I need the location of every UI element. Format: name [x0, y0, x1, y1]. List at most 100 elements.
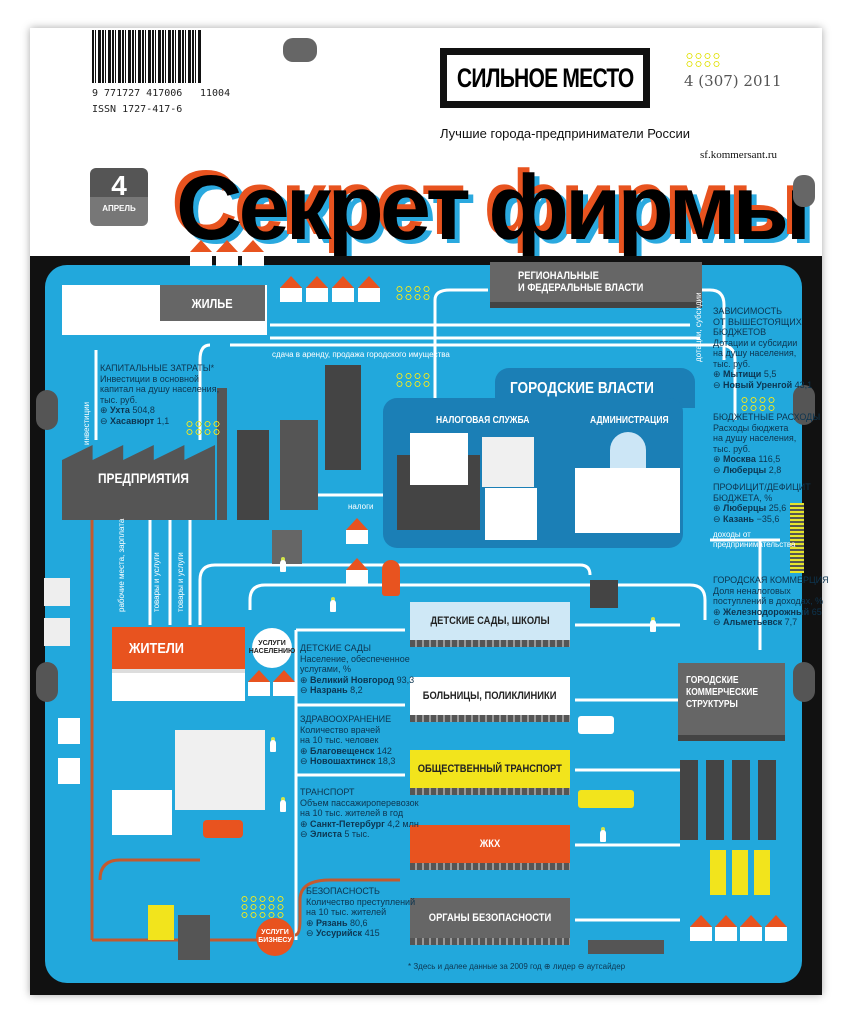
stat-dependence: ЗАВИСИМОСТЬ ОТ ВЫШЕСТОЯЩИХ БЮДЖЕТОВ Дота… [713, 306, 813, 390]
stat-leader-value: 65 [811, 606, 822, 617]
service-label: ОРГАНЫ БЕЗОПАСНОСТИ [428, 912, 552, 924]
houses-row [280, 276, 380, 302]
service-hospitals: БОЛЬНИЦЫ, ПОЛИКЛИНИКИ [410, 677, 570, 722]
stat-leader-value: 504,8 [132, 405, 155, 415]
administration-label: АДМИНИСТРАЦИЯ [590, 415, 669, 426]
connector-pins [790, 503, 804, 573]
stat-leader: Великий Новгород [310, 674, 395, 685]
stat-leader-value: 4,2 млн [387, 818, 419, 829]
stat-desc: Население, обеспеченное услугами, % [300, 653, 410, 675]
houses-row [248, 670, 295, 696]
stat-leader: Люберцы [723, 503, 767, 513]
stat-outsider-value: 415 [364, 928, 380, 938]
decor-dots [740, 396, 776, 412]
stat-desc: Дотации и субсидии на душу населения, ты… [713, 337, 798, 369]
stat-outsider: Новошахтинск [310, 756, 376, 766]
stat-leader-value: 142 [376, 745, 392, 756]
block-building [272, 530, 302, 564]
house-icon [248, 670, 270, 696]
stat-desc: Инвестиции в основной капитал на душу на… [100, 373, 220, 405]
administration-building [575, 468, 680, 533]
stat-outsider: Назрань [310, 685, 348, 695]
service-utilities: ЖКХ [410, 825, 570, 870]
ambulance-icon [578, 716, 614, 734]
decor-pill [283, 38, 317, 62]
website: sf.kommersant.ru [700, 149, 777, 161]
stat-title: ГОРОДСКАЯ КОММЕРЦИЯ [713, 575, 829, 585]
stat-title: ПРОФИЦИТ/ДЕФИЦИТ БЮДЖЕТА, % [713, 482, 811, 503]
stat-outsider: Новый Уренгой [723, 379, 793, 390]
stat-outsider-value: 8,2 [350, 685, 363, 695]
document-icon [410, 433, 468, 485]
commercial-structures-chip: ГОРОДСКИЕ КОММЕРЧЕСКИЕ СТРУКТУРЫ [678, 663, 785, 741]
city-authorities-label: ГОРОДСКИЕ ВЛАСТИ [510, 380, 654, 397]
stat-title: ЗДРАВООХРАНЕНИЕ [300, 714, 392, 724]
housing-label-box: ЖИЛЬЕ [160, 285, 265, 321]
box-icon [148, 905, 174, 940]
stat-kindergartens: ДЕТСКИЕ САДЫ Население, обеспеченное усл… [300, 643, 415, 695]
stat-leader: Железнодорожный [723, 606, 810, 617]
stat-outsider-value: 1,1 [156, 415, 170, 426]
commercial-structures-label: ГОРОДСКИЕ КОММЕРЧЕСКИЕ СТРУКТУРЫ [686, 675, 759, 710]
service-kindergartens: ДЕТСКИЕ САДЫ, ШКОЛЫ [410, 602, 570, 647]
dome-icon [610, 432, 646, 468]
services-population-badge: УСЛУГИ НАСЕЛЕНИЮ [249, 628, 295, 668]
house-icon [765, 915, 787, 941]
coin-stacks [710, 850, 770, 895]
service-label: ДЕТСКИЕ САДЫ, ШКОЛЫ [430, 615, 550, 627]
stat-leader-value: 5,5 [763, 369, 777, 379]
house-icon [273, 670, 295, 696]
services-business-label: УСЛУГИ БИЗНЕСУ [258, 929, 292, 944]
factory-chimney [217, 388, 227, 520]
stat-leader: Мытищи [723, 369, 762, 379]
service-label: ОБЩЕСТВЕННЫЙ ТРАНСПОРТ [417, 763, 563, 775]
document-icon [482, 437, 534, 487]
services-business-badge: УСЛУГИ БИЗНЕСУ [256, 918, 294, 956]
house-icon [740, 915, 762, 941]
date-month: АПРЕЛЬ [102, 204, 136, 213]
issue-number: 4 (307) 2011 [684, 72, 782, 90]
service-label: БОЛЬНИЦЫ, ПОЛИКЛИНИКИ [423, 690, 557, 702]
house-icon [190, 240, 212, 266]
office-building [280, 420, 318, 510]
person-icon [270, 740, 276, 752]
barcode-addon: 11004 [200, 88, 231, 99]
house-icon [242, 240, 264, 266]
regional-authorities-chip: РЕГИОНАЛЬНЫЕ И ФЕДЕРАЛЬНЫЕ ВЛАСТИ [490, 262, 702, 308]
stat-leader: Ухта [110, 405, 130, 415]
silo-icons [44, 578, 70, 658]
stat-outsider: Хасавюрт [110, 415, 155, 426]
issn: ISSN 1727-417-6 [92, 104, 183, 115]
decor-screw [36, 390, 58, 430]
chip-icon [588, 940, 664, 954]
chip-icon [178, 915, 210, 960]
person-icon [650, 620, 656, 632]
stat-outsider: Люберцы [723, 464, 767, 475]
stat-title: КАПИТАЛЬНЫЕ ЗАТРАТЫ* [100, 363, 215, 373]
residents-box: ЖИТЕЛИ [112, 627, 245, 669]
date-number: 4 [111, 170, 127, 201]
decor-screw [793, 662, 815, 702]
decor-screw [36, 662, 58, 702]
house-icon [690, 915, 712, 941]
stat-title: БЮДЖЕТНЫЕ РАСХОДЫ [713, 412, 821, 422]
residential-building [112, 790, 172, 835]
decor-screw [793, 385, 815, 425]
business-income-label: доходы от предпринимательства [713, 530, 796, 549]
house-icon [280, 276, 302, 302]
house-icon [715, 915, 737, 941]
stat-health: ЗДРАВООХРАНЕНИЕ Количество врачей на 10 … [300, 714, 396, 766]
houses-top [190, 240, 264, 266]
stat-transport: ТРАНСПОРТ Объем пассажироперевозок на 10… [300, 787, 419, 839]
stat-outsider-value: 18,3 [377, 756, 396, 766]
decor-pill [793, 175, 815, 207]
house-icon [358, 276, 380, 302]
stat-desc: Количество врачей на 10 тыс. человек [300, 724, 381, 746]
person-icon [600, 830, 606, 842]
person-icon [280, 800, 286, 812]
stat-desc: Объем пассажироперевозок на 10 тыс. жите… [300, 797, 419, 819]
stat-outsider: Уссурийск [316, 928, 363, 938]
stat-leader: Санкт-Петербург [310, 818, 385, 829]
stat-leader: Рязань [316, 917, 348, 928]
